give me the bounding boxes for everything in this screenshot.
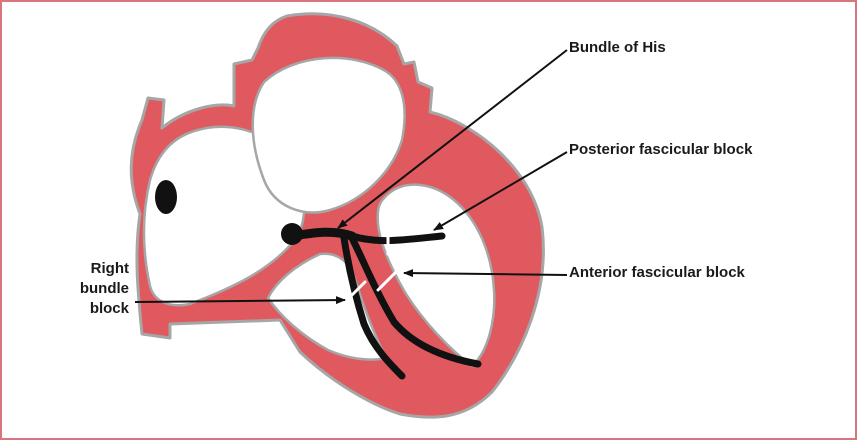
posterior-fascicle-path bbox=[352, 236, 442, 241]
vena-cava-opening bbox=[155, 180, 177, 214]
label-posterior-fascicular-block: Posterior fascicular block bbox=[569, 140, 752, 160]
label-right-bundle-block-line-1: Right bbox=[80, 259, 129, 279]
label-right-bundle-block-line-2: bundle bbox=[80, 279, 129, 299]
label-right-bundle-block-line-3: block bbox=[80, 299, 129, 319]
label-right-bundle-block: Right bundle block bbox=[80, 259, 129, 319]
label-anterior-fascicular-block: Anterior fascicular block bbox=[569, 263, 745, 283]
label-bundle-of-his: Bundle of His bbox=[569, 38, 666, 58]
